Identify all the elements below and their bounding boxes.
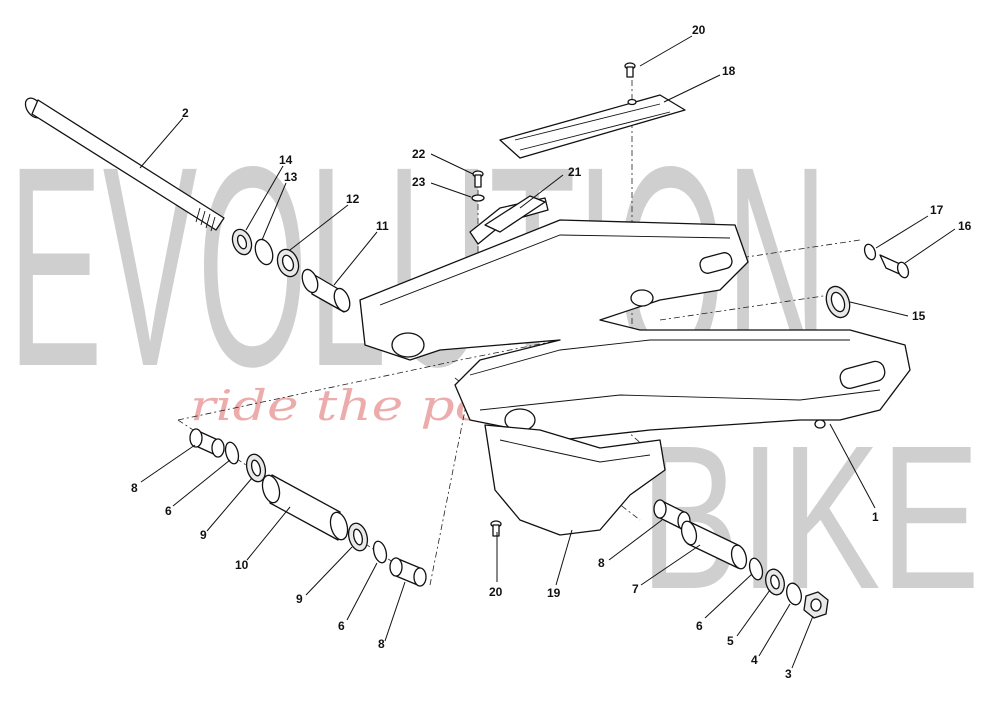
callout-9-left: 9 — [200, 528, 207, 542]
callout-6-bottom: 6 — [338, 619, 345, 633]
callout-16: 16 — [958, 219, 972, 233]
callout-2: 2 — [182, 106, 189, 120]
callouts: 20 18 2 14 13 12 11 22 23 21 17 16 15 1 … — [131, 23, 972, 681]
callout-7: 7 — [632, 582, 639, 596]
callout-4: 4 — [751, 653, 758, 667]
callout-11: 11 — [376, 219, 389, 233]
chain-guide-part-18 — [499, 94, 686, 159]
callout-14: 14 — [279, 153, 293, 167]
callout-3: 3 — [785, 667, 792, 681]
chain-slider-part-19 — [484, 424, 666, 537]
callout-22: 22 — [412, 147, 426, 161]
callout-1: 1 — [872, 510, 879, 524]
callout-10: 10 — [235, 558, 249, 572]
callout-8-bottom: 8 — [378, 637, 385, 651]
callout-8-left: 8 — [131, 481, 138, 495]
callout-5: 5 — [727, 634, 734, 648]
callout-15: 15 — [912, 309, 926, 323]
callout-6-left: 6 — [165, 504, 172, 518]
watermark-brand-bike: BIKE — [640, 403, 980, 632]
chain-slider-bracket-stack — [469, 170, 549, 245]
lower-right-bushing-stack — [653, 499, 829, 619]
callout-20-bottom: 20 — [489, 585, 503, 599]
callout-8-right: 8 — [598, 556, 605, 570]
callout-20-top: 20 — [692, 23, 706, 37]
callout-6-right: 6 — [696, 619, 703, 633]
right-side-fasteners — [825, 243, 910, 319]
leader-lines — [139, 35, 956, 669]
upper-bearing-stack — [231, 228, 351, 313]
callout-19: 19 — [547, 586, 561, 600]
callout-17: 17 — [930, 203, 944, 217]
screw-part-20-top — [624, 62, 636, 78]
callout-18: 18 — [722, 64, 736, 78]
callout-23: 23 — [412, 175, 426, 189]
callout-13: 13 — [284, 170, 298, 184]
callout-12: 12 — [346, 192, 360, 206]
lower-left-bushing-stack — [189, 428, 427, 587]
axle-part-2 — [24, 97, 225, 232]
swingarm-part-1 — [359, 219, 911, 441]
callout-9-bottom: 9 — [296, 592, 303, 606]
callout-21: 21 — [568, 165, 582, 179]
